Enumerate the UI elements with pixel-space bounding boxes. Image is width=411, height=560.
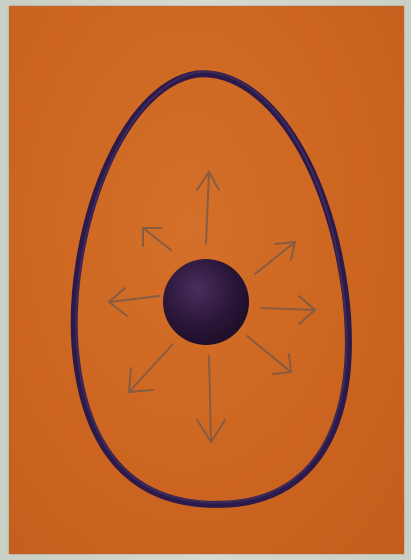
- center-circle: [163, 259, 249, 345]
- arrow-down: [197, 356, 225, 442]
- arrow-right: [261, 296, 315, 324]
- clay-egg-drawing: [9, 6, 404, 554]
- arrow-up: [197, 172, 219, 244]
- arrow-left: [109, 288, 159, 316]
- arrow-down-left: [129, 344, 173, 392]
- arrow-up-left: [143, 228, 171, 250]
- arrow-up-right: [255, 242, 295, 274]
- orange-paper-sheet: [9, 6, 404, 554]
- arrow-down-right: [247, 336, 291, 374]
